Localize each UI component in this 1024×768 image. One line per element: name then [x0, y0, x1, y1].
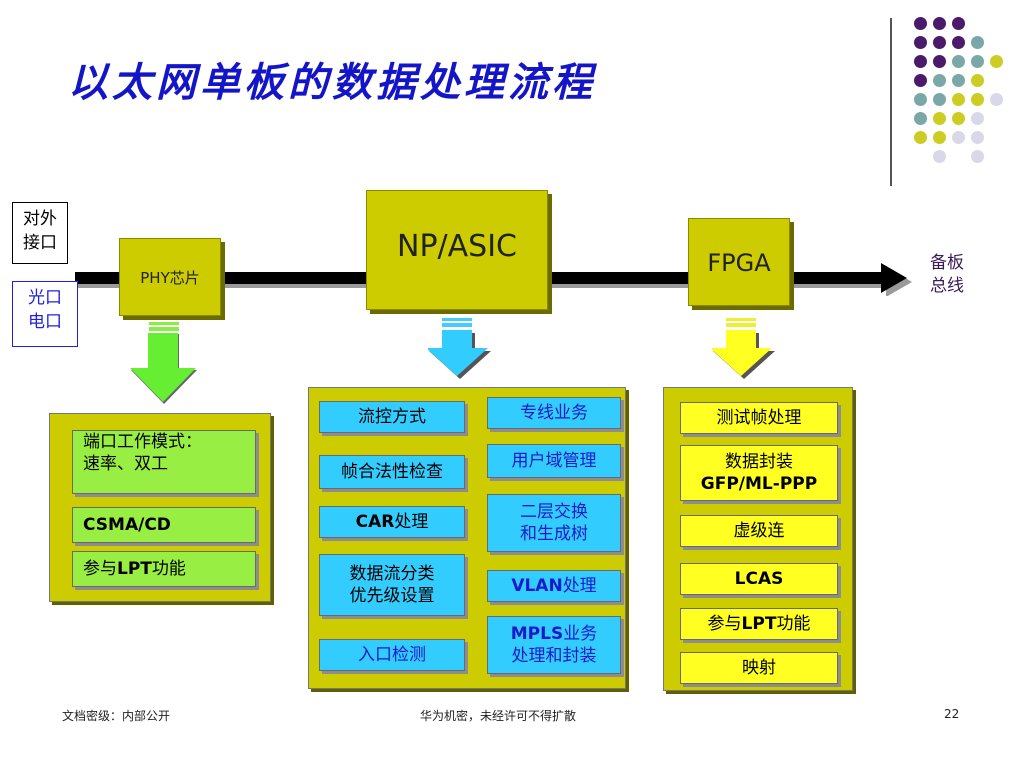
- port-type-label: 光口 电口: [12, 281, 78, 347]
- decor-dot: [971, 36, 984, 49]
- decor-dot: [971, 93, 984, 106]
- decor-dot: [914, 55, 927, 68]
- yellow-down-arrow: [712, 318, 775, 379]
- test-frame-item: 测试帧处理: [680, 402, 838, 434]
- backplane-bus-label: 备板 总线: [930, 252, 964, 298]
- phy-lpt-keyword: LPT: [117, 559, 152, 579]
- l2-switch-item: 二层交换 和生成树: [487, 494, 621, 552]
- vlan-keyword: VLAN: [511, 576, 563, 596]
- fpga-chip: FPGA: [688, 218, 790, 306]
- port-work-mode-line1: 端口工作模式：: [83, 432, 202, 452]
- page-number: 22: [944, 707, 960, 721]
- decor-dot: [952, 36, 965, 49]
- footer-confidential: 华为机密，未经许可不得扩散: [420, 709, 577, 723]
- external-interface-line2: 接口: [23, 233, 57, 253]
- car-suffix: 处理: [394, 512, 429, 532]
- decor-dot: [933, 131, 946, 144]
- external-interface-label: 对外 接口: [12, 202, 68, 264]
- decor-dot: [990, 55, 1003, 68]
- flow-classification-item: 数据流分类 优先级设置: [319, 554, 465, 616]
- vlan-suffix: 处理: [562, 576, 597, 596]
- decor-dot: [952, 112, 965, 125]
- decor-dot: [971, 150, 984, 163]
- dedicated-line-item: 专线业务: [487, 397, 621, 429]
- lcas-item: LCAS: [680, 563, 838, 595]
- electrical-port-label: 电口: [28, 312, 62, 332]
- fpga-lpt-keyword: LPT: [741, 614, 777, 634]
- frame-check-item: 帧合法性检查: [319, 455, 465, 489]
- cyan-down-arrow: [428, 318, 491, 379]
- mpls-suffix: 业务: [563, 624, 598, 644]
- csma-cd-item: CSMA/CD: [72, 507, 256, 543]
- l2-switch-line1: 二层交换: [520, 502, 588, 522]
- flow-classification-line2: 优先级设置: [349, 586, 435, 606]
- decor-dot: [952, 93, 965, 106]
- decor-dot: [914, 17, 927, 30]
- decor-dot: [914, 131, 927, 144]
- decor-dot: [971, 112, 984, 125]
- decor-dot: [952, 17, 965, 30]
- external-interface-line1: 对外: [23, 209, 57, 229]
- decor-dot: [933, 36, 946, 49]
- decor-dot: [933, 74, 946, 87]
- l2-switch-line2: 和生成树: [520, 524, 588, 544]
- decor-dot: [933, 17, 946, 30]
- ingress-check-item: 入口检测: [319, 639, 465, 671]
- np-asic-chip: NP/ASIC: [366, 190, 548, 310]
- decor-dot: [990, 93, 1003, 106]
- data-encapsulation-line2: GFP/ML-PPP: [700, 474, 818, 494]
- phy-lpt-prefix: 参与: [83, 559, 117, 579]
- decor-dot: [933, 150, 946, 163]
- decor-dot: [952, 55, 965, 68]
- backplane-line1: 备板: [930, 253, 964, 273]
- optical-port-label: 光口: [28, 288, 62, 308]
- vcat-item: 虚级连: [680, 515, 838, 547]
- backplane-line2: 总线: [930, 276, 964, 296]
- decor-dot: [952, 131, 965, 144]
- decor-dot: [914, 36, 927, 49]
- divider-line: [890, 18, 892, 186]
- phy-chip: PHY芯片: [119, 238, 221, 316]
- decor-dot: [971, 131, 984, 144]
- decor-dot: [914, 112, 927, 125]
- fpga-lpt-suffix: 功能: [776, 614, 811, 634]
- slide-title: 以太网单板的数据处理流程: [68, 59, 596, 106]
- decor-dot: [952, 74, 965, 87]
- fpga-lpt-prefix: 参与: [707, 614, 742, 634]
- decor-dot: [933, 55, 946, 68]
- mapping-item: 映射: [680, 652, 838, 684]
- decor-dot: [971, 55, 984, 68]
- mpls-keyword: MPLS: [510, 624, 564, 644]
- mpls-line2: 处理和封装: [511, 646, 597, 666]
- port-work-mode-line2: 速率、双工: [83, 454, 168, 474]
- mpls-item: MPLS业务 处理和封装: [487, 616, 621, 674]
- decor-dot: [933, 93, 946, 106]
- user-domain-item: 用户域管理: [487, 444, 621, 478]
- decor-dot: [933, 112, 946, 125]
- decor-dot: [914, 93, 927, 106]
- flow-control-item: 流控方式: [319, 401, 465, 433]
- decor-dot: [914, 74, 927, 87]
- phy-lpt-suffix: 功能: [151, 559, 186, 579]
- data-encapsulation-item: 数据封装 GFP/ML-PPP: [680, 445, 838, 501]
- port-work-mode-item: 端口工作模式： 速率、双工: [72, 430, 256, 494]
- footer-classification: 文档密级：内部公开: [62, 709, 171, 723]
- green-down-arrow: [130, 322, 197, 404]
- flow-classification-line1: 数据流分类: [349, 564, 435, 584]
- decor-dot: [971, 74, 984, 87]
- car-keyword: CAR: [355, 512, 395, 532]
- mpls-line1: MPLS业务: [511, 623, 597, 645]
- data-encapsulation-line1: 数据封装: [725, 452, 793, 472]
